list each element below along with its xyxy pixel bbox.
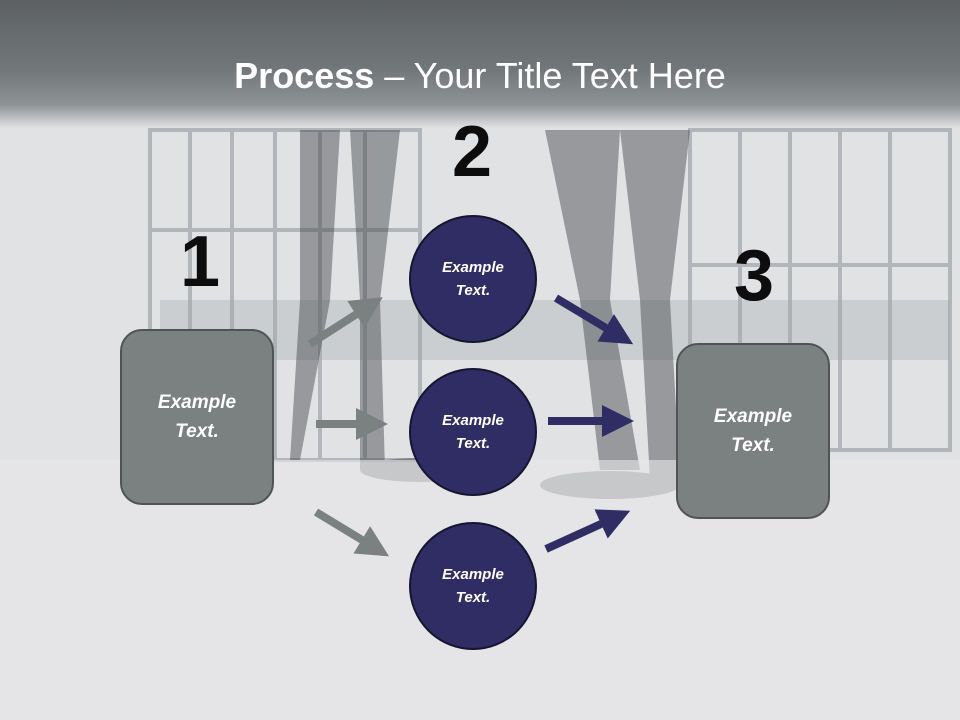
step-box-1-label: Example Text. bbox=[157, 392, 237, 442]
circle-bottom: Example Text. bbox=[409, 522, 537, 650]
title-rest: – Your Title Text Here bbox=[374, 55, 726, 96]
circle-top: Example Text. bbox=[409, 215, 537, 343]
step-box-3-label: Example Text. bbox=[713, 406, 793, 456]
title-band bbox=[0, 0, 960, 128]
step-number-2: 2 bbox=[451, 112, 493, 192]
circle-bottom-label: Example Text. bbox=[442, 566, 504, 606]
page-title: Process – Your Title Text Here bbox=[0, 54, 960, 98]
circle-middle-label: Example Text. bbox=[442, 412, 504, 452]
title-bold: Process bbox=[234, 55, 375, 96]
step-box-3: Example Text. bbox=[676, 343, 830, 519]
circle-top-label: Example Text. bbox=[442, 259, 504, 299]
step-number-3: 3 bbox=[733, 236, 775, 316]
circle-middle: Example Text. bbox=[409, 368, 537, 496]
step-number-1: 1 bbox=[179, 222, 221, 302]
step-box-1: Example Text. bbox=[120, 329, 274, 505]
